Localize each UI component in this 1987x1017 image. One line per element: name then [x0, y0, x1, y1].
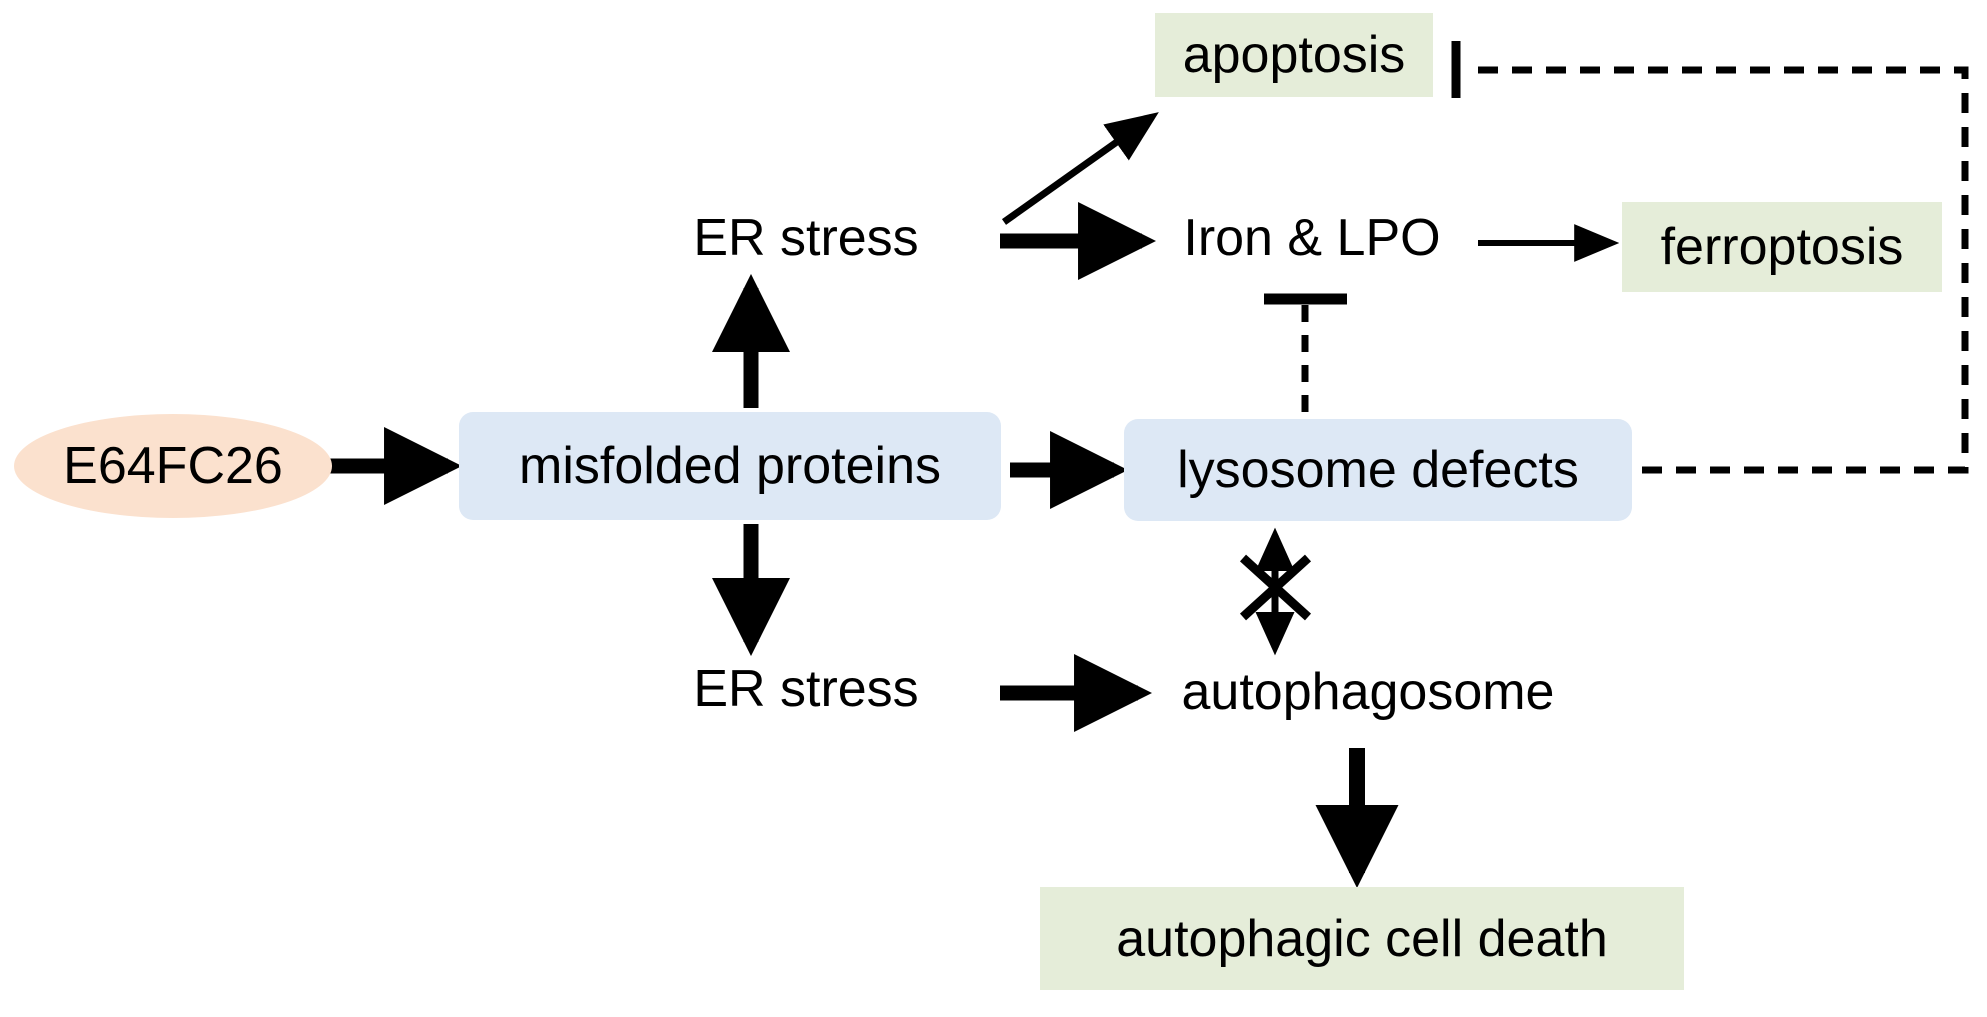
node-autophagosome: autophagosome: [1148, 659, 1588, 725]
node-er-stress-bottom: ER stress: [672, 656, 940, 722]
edge-er-stress-top-to-apoptosis: [1001, 112, 1159, 225]
node-apoptosis[interactable]: apoptosis: [1155, 13, 1433, 97]
node-e64fc26-label: E64FC26: [63, 437, 283, 495]
edge-lysosome-blocked-fusion-autophagosome: [1239, 527, 1312, 656]
node-ferroptosis[interactable]: ferroptosis: [1622, 202, 1942, 292]
node-autophagosome-label: autophagosome: [1181, 663, 1555, 721]
node-er-stress-top: ER stress: [672, 205, 940, 271]
node-autophagic-cell-death[interactable]: autophagic cell death: [1040, 887, 1684, 990]
node-misfolded-proteins[interactable]: misfolded proteins: [459, 412, 1001, 520]
edge-lysosome-inhibits-iron-lpo: [1264, 293, 1347, 412]
node-e64fc26[interactable]: E64FC26: [14, 414, 332, 518]
node-er-stress-bottom-label: ER stress: [693, 660, 919, 718]
node-lysosome-defects-label: lysosome defects: [1177, 441, 1579, 499]
node-iron-and-lpo: Iron & LPO: [1153, 205, 1471, 271]
node-lysosome-defects[interactable]: lysosome defects: [1124, 419, 1632, 521]
node-autophagic-cell-death-label: autophagic cell death: [1116, 909, 1608, 968]
node-apoptosis-label: apoptosis: [1182, 26, 1406, 84]
node-ferroptosis-label: ferroptosis: [1660, 218, 1904, 276]
node-iron-and-lpo-label: Iron & LPO: [1183, 209, 1441, 267]
node-misfolded-proteins-label: misfolded proteins: [519, 437, 941, 495]
node-er-stress-top-label: ER stress: [693, 209, 919, 267]
